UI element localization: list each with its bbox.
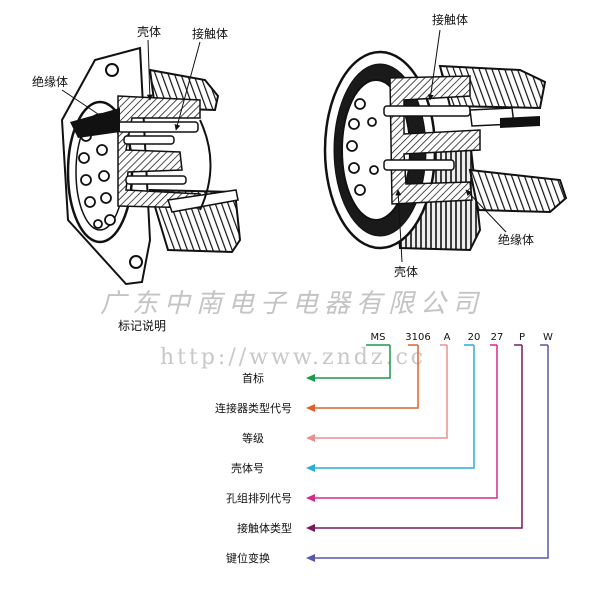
- right-contact-holes: [346, 98, 379, 196]
- code-ms: MS: [371, 332, 386, 343]
- legend-arrowhead: [306, 494, 315, 502]
- right-label-shell: 壳体: [394, 265, 418, 279]
- row-label-grade: 等级: [242, 431, 264, 445]
- watermark-url: http://www.zndz.cc: [160, 345, 426, 370]
- row-label-shell: 壳体号: [231, 461, 264, 475]
- left-label-shell: 壳体: [137, 25, 161, 39]
- left-flange-hole: [105, 63, 119, 77]
- legend-rows: 首标 连接器类型代号 等级 壳体号 孔组排列代号 接触体类型 键位变换: [215, 371, 292, 565]
- legend-arrowhead: [306, 404, 315, 412]
- left-connector-drawing: [60, 46, 242, 286]
- legend-connector-line: [314, 345, 391, 379]
- legend-connector-line: [314, 345, 475, 469]
- code-key: W: [543, 332, 553, 343]
- code-type: 3106: [405, 332, 430, 343]
- code-arrangement: 27: [491, 332, 504, 343]
- left-contact-holes: [78, 130, 116, 229]
- legend-connector-line: [314, 345, 549, 559]
- row-label-prefix: 首标: [242, 371, 264, 385]
- left-flange-hole: [129, 255, 143, 269]
- code-grade: A: [444, 332, 451, 343]
- legend-arrowhead: [306, 554, 315, 562]
- watermark-company: 广东中南电子电器有限公司: [100, 289, 484, 319]
- row-label-type: 连接器类型代号: [215, 401, 292, 415]
- legend-codes: MS 3106 A 20 27 P W: [371, 332, 554, 343]
- legend-arrowhead: [306, 464, 315, 472]
- legend-connector-line: [314, 345, 419, 409]
- legend-connector-line: [314, 345, 498, 499]
- row-label-arrangement: 孔组排列代号: [226, 491, 292, 505]
- legend-connector-line: [314, 345, 523, 529]
- left-label-contact: 接触体: [192, 26, 228, 41]
- legend-arrowhead: [306, 434, 315, 442]
- legend-arrowhead: [306, 374, 315, 382]
- legend-connector-lines: [306, 344, 549, 562]
- code-contact: P: [519, 332, 525, 343]
- row-label-contact-type: 接触体类型: [237, 521, 292, 535]
- legend-connector-line: [314, 345, 448, 439]
- left-label-insulator: 绝缘体: [32, 74, 68, 89]
- right-labels: 接触体 绝缘体 壳体: [394, 12, 534, 279]
- right-shell-section: [389, 75, 481, 205]
- code-shell: 20: [468, 332, 481, 343]
- right-contact-pins: [383, 105, 471, 171]
- legend-title: 标记说明: [118, 318, 166, 333]
- right-label-contact: 接触体: [432, 12, 468, 27]
- row-label-key: 键位变换: [226, 551, 270, 565]
- right-label-insulator: 绝缘体: [498, 232, 534, 247]
- legend-arrowhead: [306, 524, 315, 532]
- left-labels: 壳体 接触体 绝缘体: [32, 25, 228, 131]
- right-connector-drawing: [323, 50, 568, 252]
